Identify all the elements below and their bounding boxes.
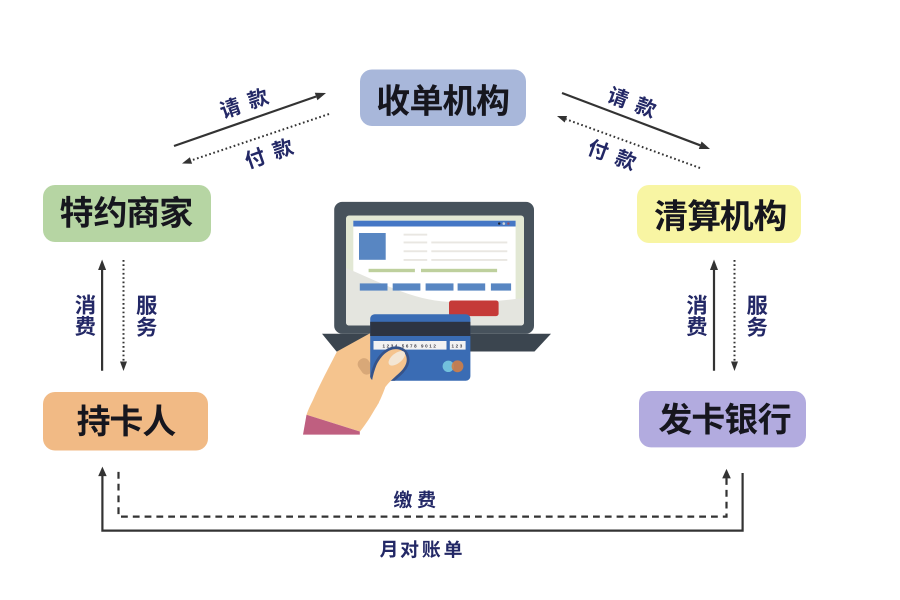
svg-text:123: 123 bbox=[452, 343, 464, 348]
svg-text:1234 5678 9012: 1234 5678 9012 bbox=[383, 343, 438, 348]
